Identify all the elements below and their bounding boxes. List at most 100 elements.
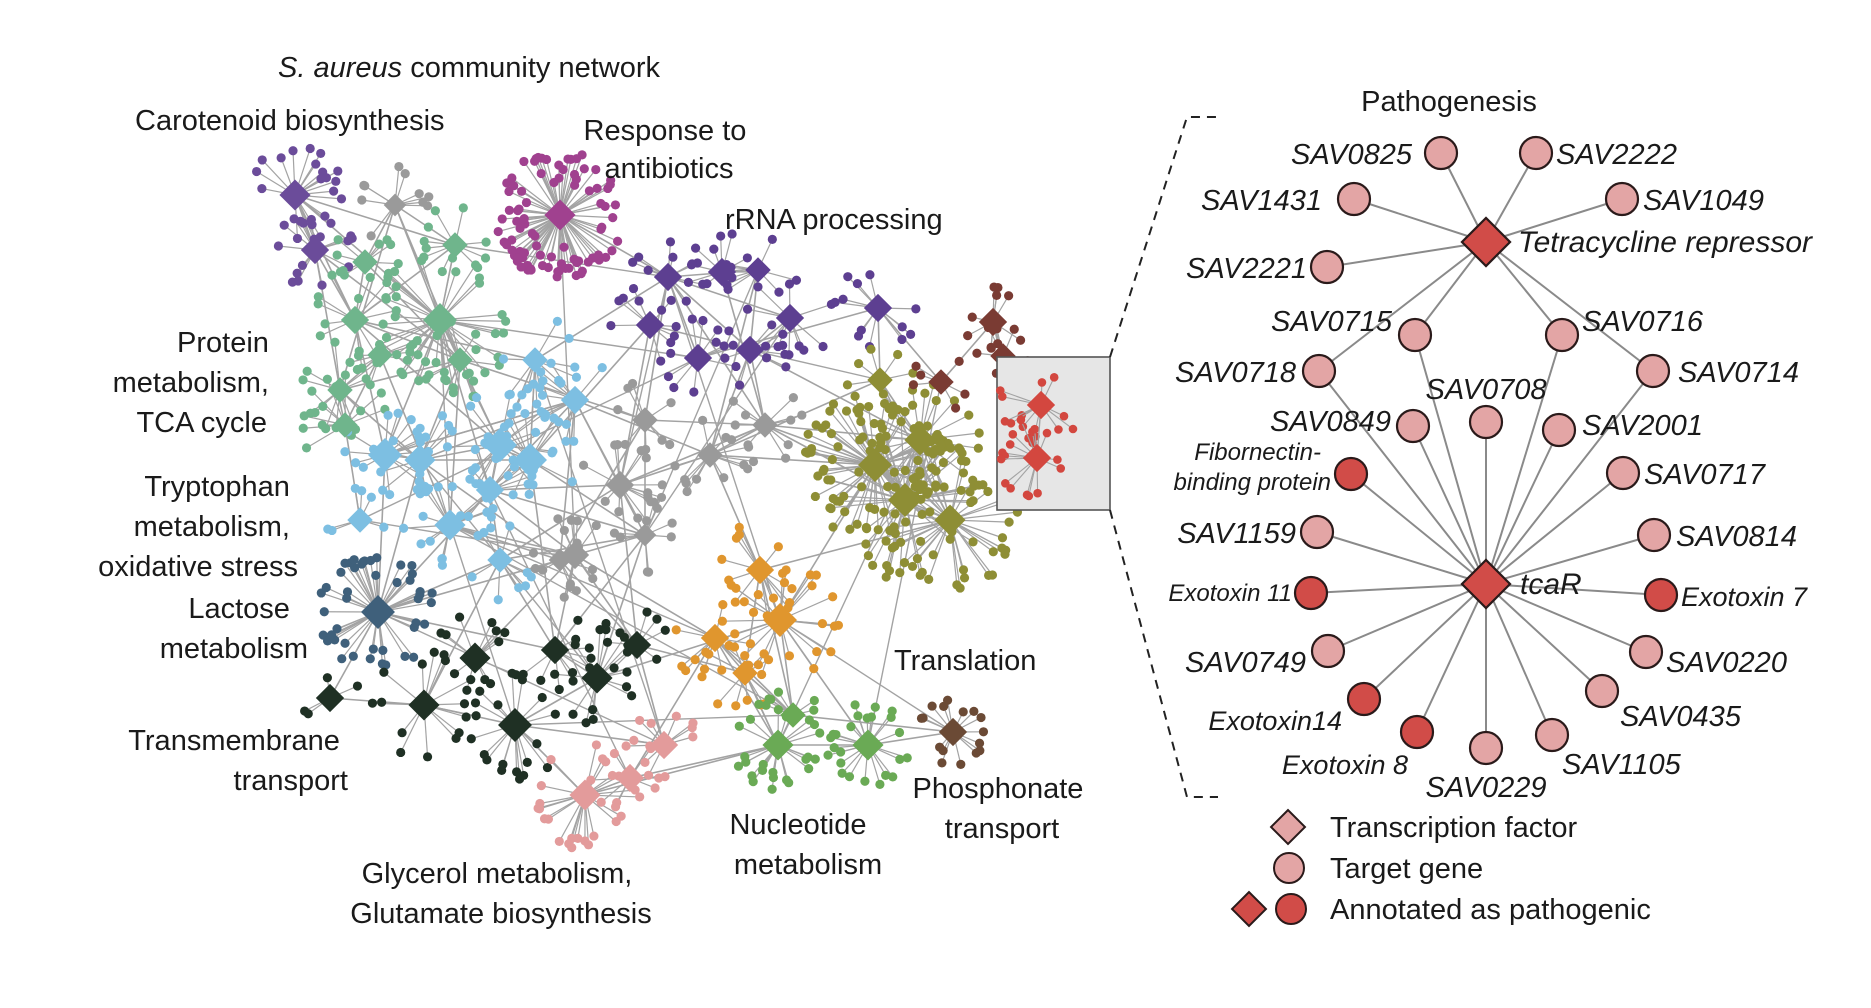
network-gene-node — [660, 625, 670, 635]
network-gene-node — [936, 440, 946, 450]
network-gene-node — [352, 364, 362, 375]
network-gene-node — [586, 775, 596, 785]
inset-gene-node — [1468, 730, 1504, 766]
network-gene-node — [570, 639, 580, 650]
network-tf-node — [513, 443, 547, 477]
network-gene-node — [351, 458, 361, 468]
network-edge — [423, 559, 501, 706]
network-gene-node — [978, 727, 989, 737]
network-gene-node — [907, 561, 918, 572]
network-gene-node — [854, 358, 864, 369]
network-gene-node — [559, 242, 569, 252]
network-gene-node — [964, 410, 974, 420]
network-gene-node — [322, 374, 332, 384]
label-lactose: Lactose metabolism — [160, 593, 308, 665]
network-gene-node — [491, 626, 501, 636]
network-gene-node — [908, 380, 919, 390]
network-gene-node — [949, 396, 960, 406]
network-gene-node — [437, 554, 447, 564]
network-gene-node — [567, 667, 578, 678]
network-gene-node — [629, 735, 639, 745]
network-gene-node — [586, 653, 596, 663]
inset-gene-node — [1399, 714, 1435, 750]
network-gene-node — [333, 235, 343, 245]
network-gene-node — [931, 480, 941, 490]
network-gene-node — [474, 278, 485, 288]
network-gene-node — [475, 686, 485, 696]
network-gene-node — [320, 319, 330, 329]
network-gene-node — [701, 647, 711, 657]
network-gene-node — [500, 627, 510, 638]
network-gene-node — [542, 762, 553, 773]
network-gene-node — [411, 618, 421, 628]
network-gene-node — [973, 443, 983, 453]
network-gene-node — [975, 746, 985, 756]
network-gene-node — [493, 226, 503, 237]
network-gene-node — [670, 461, 680, 471]
network-edge — [574, 534, 646, 556]
network-edge — [709, 424, 766, 456]
network-gene-node — [958, 707, 968, 717]
network-gene-node — [571, 174, 581, 184]
network-gene-node — [340, 370, 350, 380]
inset-gene-node — [1310, 633, 1346, 669]
network-gene-node — [908, 474, 918, 484]
network-gene-node — [621, 682, 632, 692]
network-gene-node — [989, 282, 999, 292]
inset-edge — [1310, 583, 1487, 594]
network-gene-node — [925, 507, 935, 517]
zoom-gene-node — [1053, 455, 1062, 464]
network-gene-node — [743, 440, 753, 450]
network-gene-node — [571, 372, 582, 382]
network-gene-node — [813, 471, 823, 481]
inset-gene-node — [1544, 317, 1580, 353]
network-gene-node — [774, 287, 784, 297]
network-gene-node — [549, 177, 559, 188]
network-gene-node — [665, 237, 676, 247]
network-gene-node — [781, 565, 791, 575]
network-gene-node — [753, 660, 764, 670]
network-gene-node — [643, 567, 654, 577]
network-gene-node — [730, 629, 740, 639]
inset-gene-label: Exotoxin 11 — [1168, 580, 1292, 607]
inset-edge — [1485, 370, 1654, 585]
network-gene-node — [530, 427, 541, 437]
network-gene-node — [826, 647, 836, 657]
network-gene-node — [569, 436, 579, 446]
network-gene-node — [462, 685, 472, 695]
network-gene-node — [850, 391, 860, 401]
inset-gene-node — [1518, 135, 1554, 171]
network-gene-node — [559, 525, 569, 536]
network-gene-node — [683, 277, 694, 287]
network-gene-node — [803, 429, 813, 439]
network-gene-node — [890, 509, 900, 519]
network-edge — [529, 324, 651, 461]
network-gene-node — [895, 568, 905, 578]
network-gene-node — [507, 668, 517, 678]
network-tf-node — [367, 342, 393, 368]
inset-edge — [1485, 241, 1654, 372]
network-gene-node — [313, 292, 323, 302]
network-gene-node — [697, 672, 707, 682]
network-gene-node — [881, 770, 891, 780]
zoom-gene-node — [1042, 428, 1052, 438]
network-gene-node — [917, 509, 927, 520]
network-gene-node — [326, 630, 337, 640]
network-edge — [377, 454, 386, 613]
network-gene-node — [532, 739, 542, 749]
inset-gene-node — [1584, 673, 1620, 709]
inset-gene-label: Exotoxin 8 — [1282, 750, 1408, 780]
network-gene-node — [854, 467, 864, 477]
inset-gene-label: SAV0717 — [1644, 459, 1767, 491]
network-tf-node — [442, 232, 468, 258]
network-gene-node — [880, 445, 890, 455]
network-gene-node — [400, 169, 410, 179]
network-gene-node — [480, 368, 490, 378]
inset-gene-label: SAV2221 — [1186, 253, 1307, 285]
network-gene-node — [853, 711, 863, 721]
network-gene-node — [481, 237, 491, 247]
network-gene-node — [879, 507, 889, 517]
network-edge — [314, 249, 356, 321]
inset-gene-node — [1293, 575, 1329, 611]
network-gene-node — [535, 250, 545, 260]
